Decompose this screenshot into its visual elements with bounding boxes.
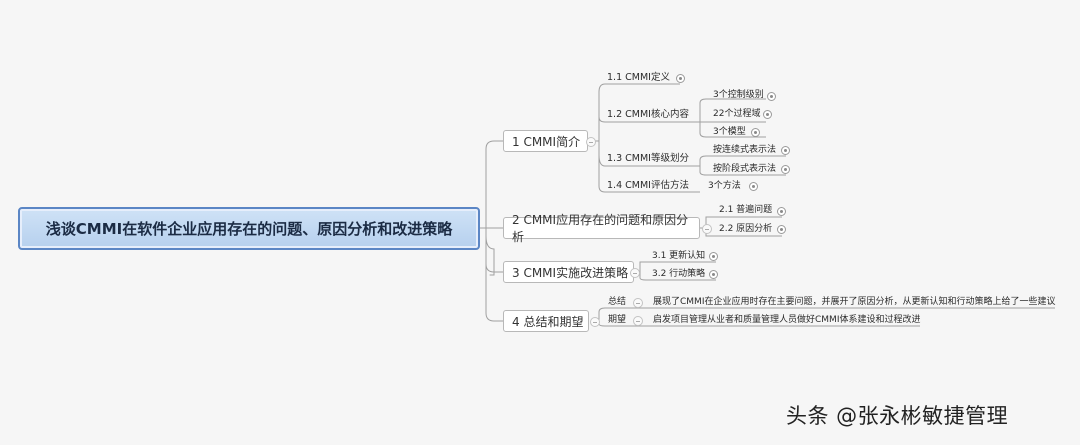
collapse-icon[interactable] — [590, 317, 600, 327]
subtopic-4-1[interactable]: 总结 — [608, 297, 627, 307]
expand-icon[interactable] — [763, 110, 772, 119]
subtopic-1-3-2[interactable]: 按阶段式表示法 — [713, 164, 777, 174]
subtopic-1-2[interactable]: 1.2 CMMI核心内容 — [607, 109, 689, 120]
subtopic-1-4-1[interactable]: 3个方法 — [708, 181, 741, 191]
branch-1-topic[interactable]: 1 CMMI简介 — [503, 130, 588, 152]
branch-2-label: 2 CMMI应用存在的问题和原因分析 — [512, 213, 689, 244]
expand-icon[interactable] — [767, 92, 776, 101]
expand-icon[interactable] — [749, 182, 758, 191]
subtopic-1-2-2[interactable]: 22个过程域 — [713, 109, 761, 119]
expand-icon[interactable] — [751, 128, 760, 137]
collapse-icon[interactable] — [633, 316, 643, 326]
watermark: 头条 @张永彬敏捷管理 — [786, 404, 1009, 428]
branch-2-topic[interactable]: 2 CMMI应用存在的问题和原因分析 — [503, 213, 700, 244]
expand-icon[interactable] — [781, 146, 790, 155]
branch-3-topic[interactable]: 3 CMMI实施改进策略 — [503, 261, 634, 283]
root-topic-label: 浅谈CMMI在软件企业应用存在的问题、原因分析和改进策略 — [45, 220, 453, 238]
expand-icon[interactable] — [777, 225, 786, 234]
subtopic-4-1-1[interactable]: 展现了CMMI在企业应用时存在主要问题，并展开了原因分析，从更新认知和行动策略上… — [653, 297, 1056, 307]
collapse-icon[interactable] — [633, 298, 643, 308]
collapse-icon[interactable] — [702, 224, 712, 234]
expand-icon[interactable] — [781, 165, 790, 174]
branch-1-label: 1 CMMI简介 — [512, 134, 581, 149]
subtopic-2-2[interactable]: 2.2 原因分析 — [719, 224, 773, 234]
expand-icon[interactable] — [709, 270, 718, 279]
subtopic-1-2-1[interactable]: 3个控制级别 — [713, 90, 764, 100]
expand-icon[interactable] — [777, 207, 786, 216]
expand-icon[interactable] — [709, 252, 718, 261]
subtopic-4-2[interactable]: 期望 — [608, 315, 627, 325]
subtopic-3-1[interactable]: 3.1 更新认知 — [652, 251, 706, 261]
collapse-icon[interactable] — [630, 268, 640, 278]
branch-3-label: 3 CMMI实施改进策略 — [512, 265, 629, 280]
branch-4-label: 4 总结和期望 — [512, 314, 584, 329]
subtopic-1-2-3[interactable]: 3个模型 — [713, 127, 746, 137]
subtopic-4-2-1[interactable]: 启发项目管理从业者和质量管理人员做好CMMI体系建设和过程改进 — [653, 315, 921, 325]
subtopic-1-3-1[interactable]: 按连续式表示法 — [713, 145, 777, 155]
root-topic[interactable]: 浅谈CMMI在软件企业应用存在的问题、原因分析和改进策略 — [18, 207, 480, 250]
subtopic-1-1[interactable]: 1.1 CMMI定义 — [607, 72, 670, 83]
subtopic-1-4[interactable]: 1.4 CMMI评估方法 — [607, 180, 689, 191]
branch-4-topic[interactable]: 4 总结和期望 — [503, 310, 589, 332]
subtopic-1-3[interactable]: 1.3 CMMI等级划分 — [607, 153, 689, 164]
subtopic-2-1[interactable]: 2.1 普遍问题 — [719, 205, 773, 215]
subtopic-3-2[interactable]: 3.2 行动策略 — [652, 269, 706, 279]
expand-icon[interactable] — [676, 74, 685, 83]
collapse-icon[interactable] — [586, 137, 596, 147]
